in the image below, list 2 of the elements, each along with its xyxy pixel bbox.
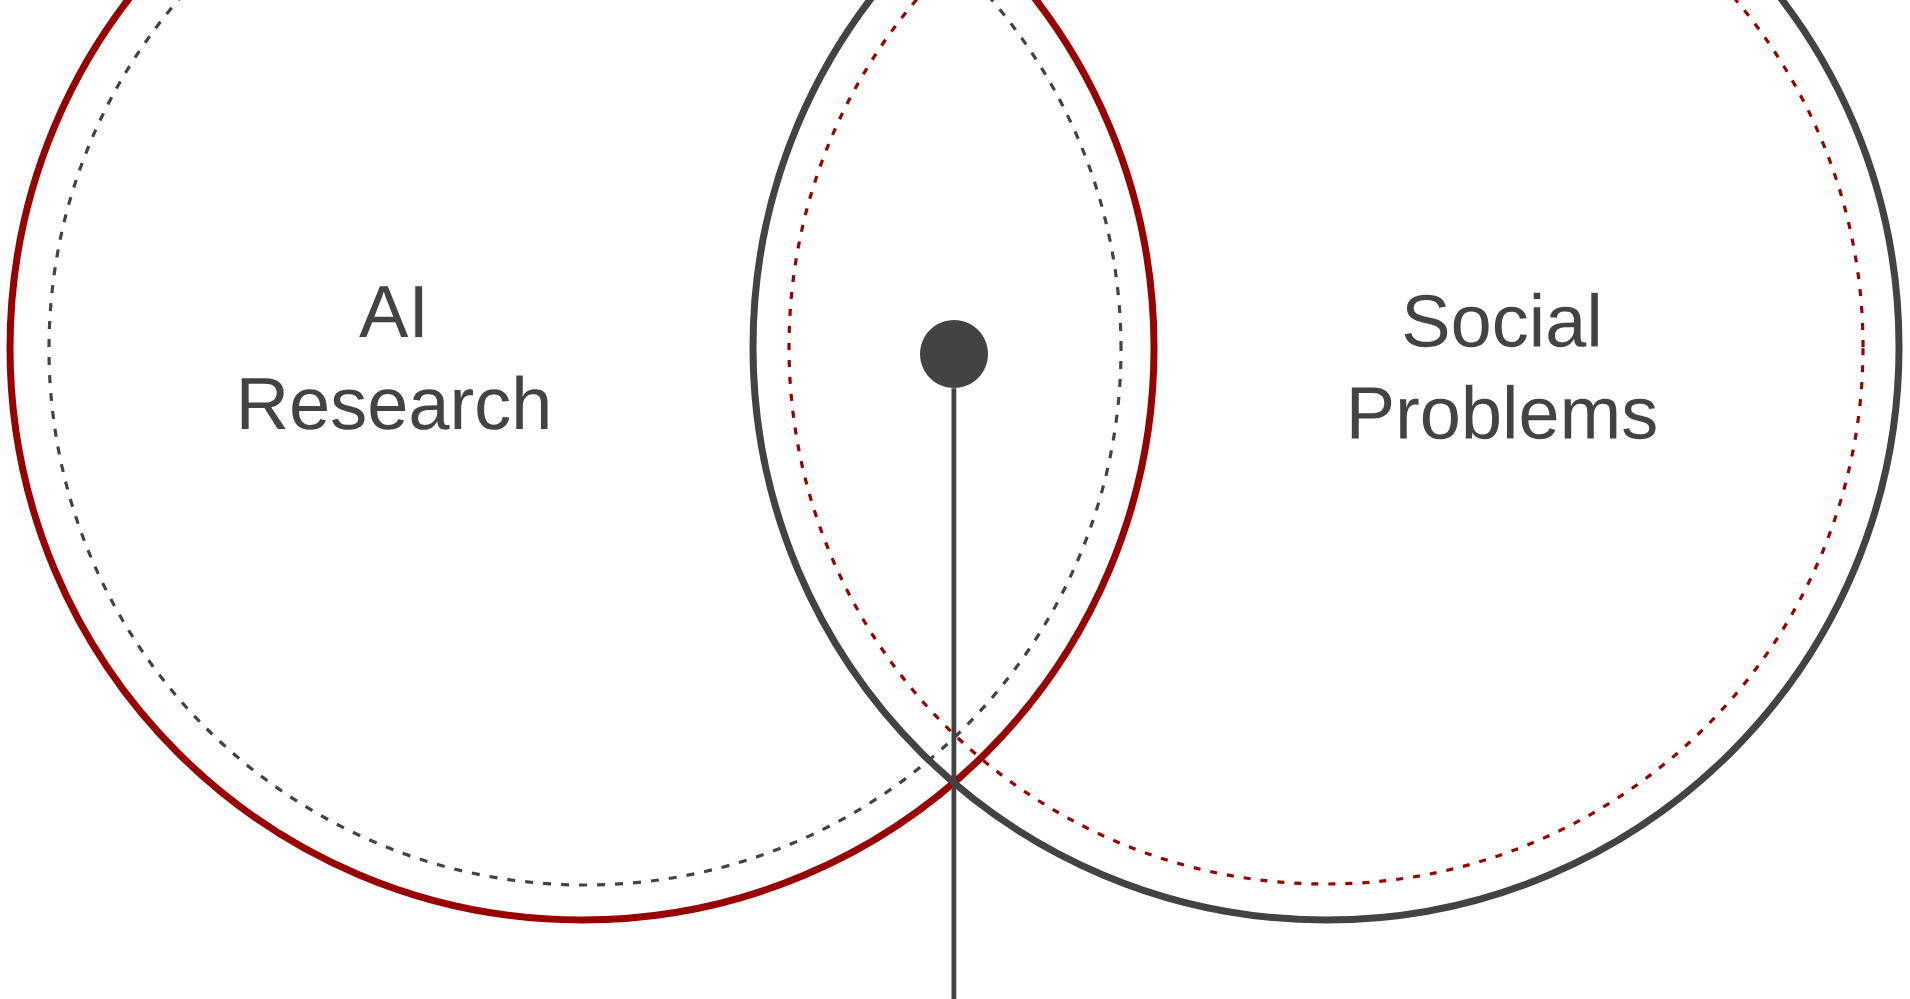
dot: [920, 320, 988, 388]
leader-line: [951, 388, 957, 999]
